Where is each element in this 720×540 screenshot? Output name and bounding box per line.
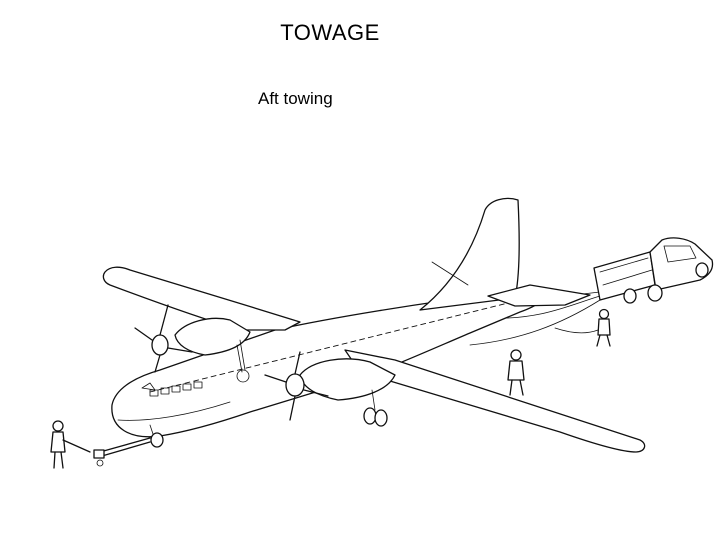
aircraft-left-wing (102, 266, 301, 331)
nose-gear-tow-bar (93, 424, 164, 467)
cockpit-windows (141, 381, 203, 397)
crew-member-wing (507, 349, 525, 396)
crew-member-nose (50, 420, 91, 469)
aircraft-tail (419, 197, 591, 311)
right-engine (264, 351, 396, 421)
slide-title: TOWAGE (280, 20, 380, 45)
tow-truck (593, 237, 714, 304)
main-landing-gear (236, 344, 388, 427)
left-engine (134, 304, 251, 383)
aircraft-right-wing (344, 349, 646, 453)
crew-member-truck (596, 308, 611, 347)
slide-subtitle: Aft towing (258, 89, 333, 108)
